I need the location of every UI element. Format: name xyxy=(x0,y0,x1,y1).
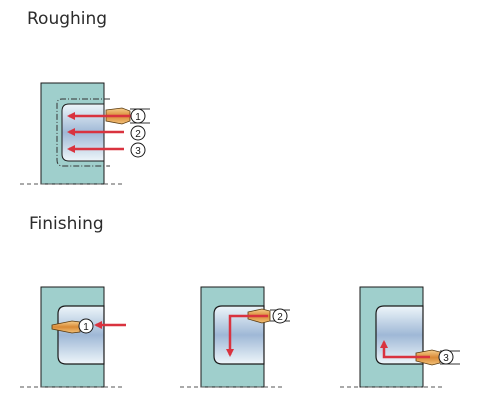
finishing-figure-1: 1 xyxy=(20,286,126,388)
step-label-3: 3 xyxy=(438,349,454,365)
finishing-figure-2: 2 xyxy=(180,286,290,388)
svg-text:3: 3 xyxy=(135,146,141,157)
finishing-figure-3: 3 xyxy=(340,286,460,388)
step-label-1: 1 xyxy=(78,318,94,334)
bore-cavity xyxy=(375,305,424,365)
pass-label-2: 2 xyxy=(130,125,146,141)
svg-text:2: 2 xyxy=(135,129,141,140)
svg-text:1: 1 xyxy=(135,112,141,123)
svg-text:2: 2 xyxy=(277,312,283,323)
step-label-2: 2 xyxy=(272,308,288,324)
step-arrow-3 xyxy=(380,340,430,359)
bore-cavity xyxy=(57,305,105,365)
contour-line xyxy=(56,98,110,167)
svg-text:1: 1 xyxy=(83,322,89,333)
pass-label-1: 1 xyxy=(130,108,146,124)
svg-text:3: 3 xyxy=(443,353,449,364)
finishing-title: Finishing xyxy=(29,214,104,234)
roughing-figure: 1 2 3 xyxy=(20,82,150,185)
pass-label-3: 3 xyxy=(130,142,146,158)
roughing-title: Roughing xyxy=(27,9,108,29)
step-arrow-2 xyxy=(226,314,268,357)
cutting-tool xyxy=(51,320,81,334)
